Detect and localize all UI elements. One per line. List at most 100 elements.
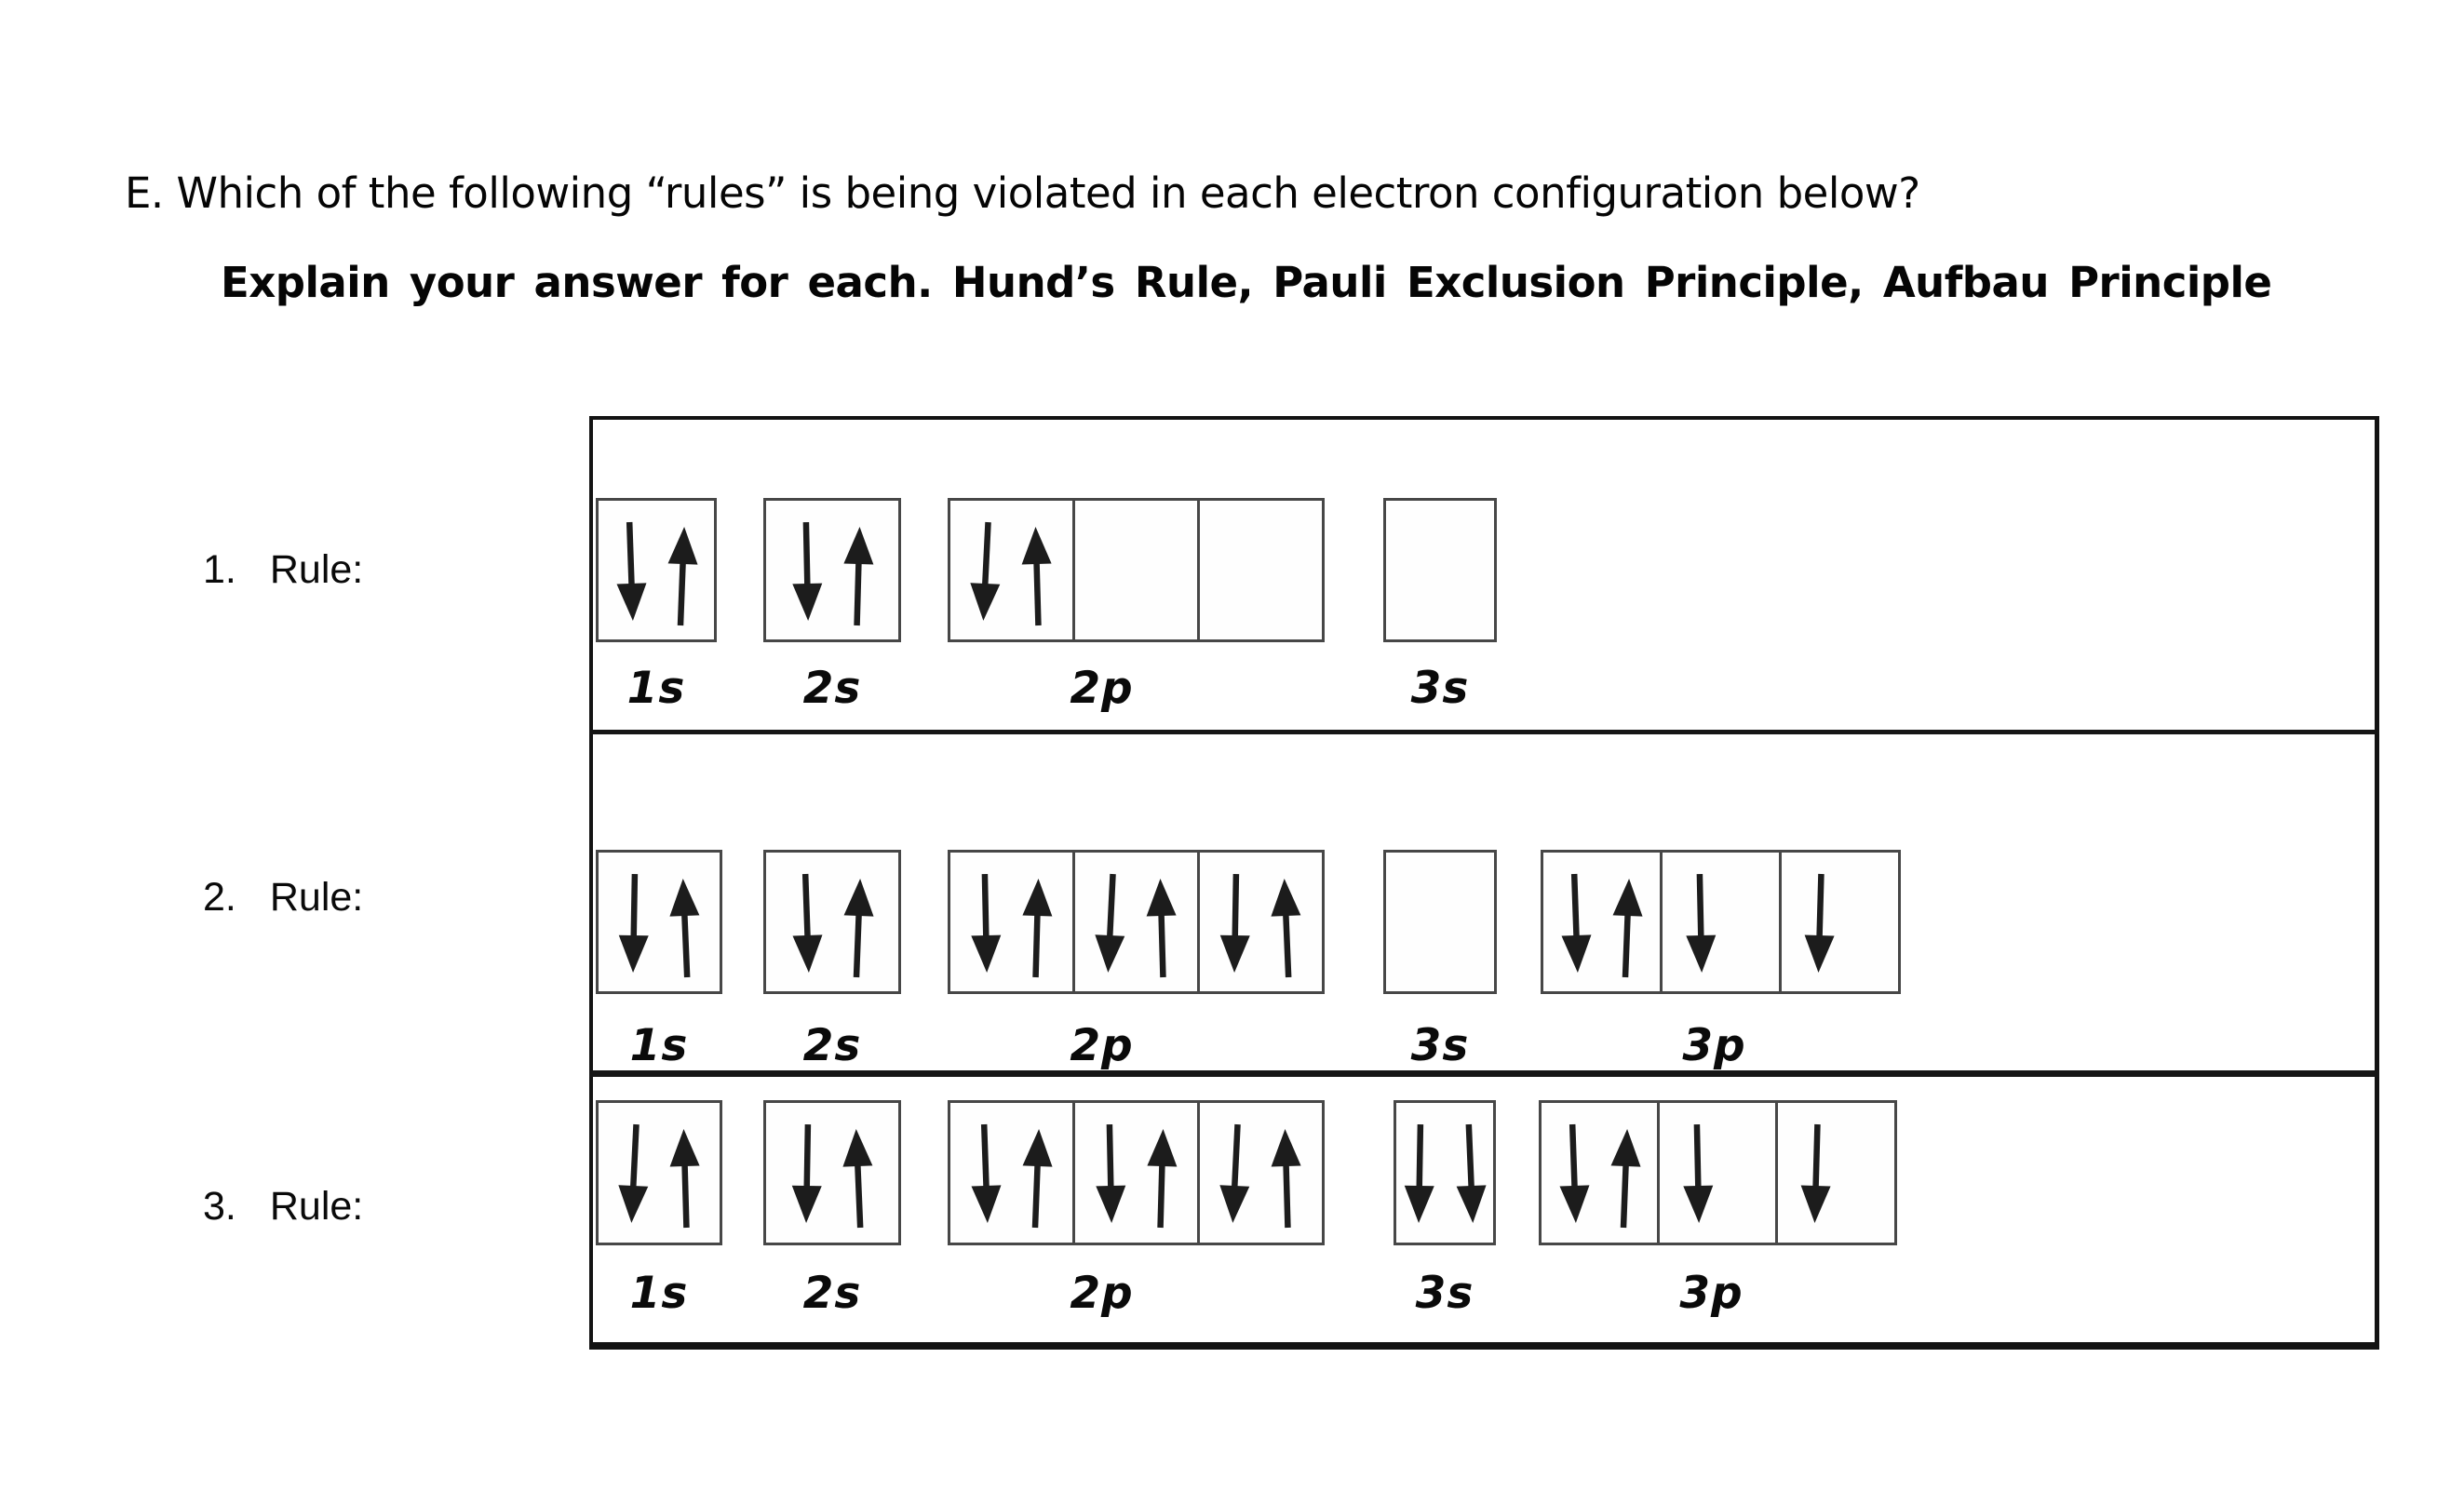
up-arrow-icon xyxy=(1610,1129,1641,1229)
down-arrow-icon xyxy=(1404,1123,1434,1223)
orbital-label-1s-row2: 1s xyxy=(629,1020,689,1071)
orbital-box-2s-1 xyxy=(763,850,901,994)
orbital-box-2s-1 xyxy=(763,498,901,642)
rule-number: 3. xyxy=(203,1184,236,1229)
up-arrow-icon xyxy=(1022,878,1053,977)
orbital-box-3p-1 xyxy=(1541,850,1663,994)
orbital-box-1s-1 xyxy=(596,1100,722,1245)
orbital-box-3p-3 xyxy=(1779,850,1901,994)
rule-text: Rule: xyxy=(269,547,364,592)
down-arrow-icon xyxy=(1686,873,1717,973)
rule-number: 1. xyxy=(203,547,236,592)
orbital-group-2p-row3 xyxy=(948,1100,1325,1245)
down-arrow-icon xyxy=(1096,1123,1126,1223)
orbital-label-3p-row3: 3p xyxy=(1679,1268,1744,1319)
orbital-box-2p-1 xyxy=(948,498,1075,642)
orbital-box-2s-1 xyxy=(763,1100,901,1245)
down-arrow-icon xyxy=(1558,1123,1589,1223)
down-arrow-icon xyxy=(1561,873,1592,973)
orbital-group-2s-row3 xyxy=(763,1100,901,1245)
orbital-label-2p-row3: 2p xyxy=(1070,1268,1134,1319)
down-arrow-icon xyxy=(791,873,822,973)
orbital-box-2p-3 xyxy=(1197,498,1325,642)
down-arrow-icon xyxy=(617,1123,648,1223)
up-arrow-icon xyxy=(1022,1129,1053,1229)
orbital-box-3p-2 xyxy=(1660,850,1782,994)
up-arrow-icon xyxy=(1147,1129,1178,1229)
orbital-group-3p-row2 xyxy=(1541,850,1901,994)
rule-number: 2. xyxy=(203,875,236,920)
orbital-box-2p-1 xyxy=(948,850,1075,994)
down-arrow-icon xyxy=(1804,873,1835,973)
down-arrow-icon xyxy=(1219,1123,1250,1223)
orbital-box-3p-3 xyxy=(1775,1100,1897,1245)
orbital-label-2p-row2: 2p xyxy=(1070,1020,1134,1071)
down-arrow-icon xyxy=(970,521,1001,621)
down-arrow-icon xyxy=(618,873,649,973)
orbital-label-2s-row3: 2s xyxy=(802,1268,862,1319)
rule-text: Rule: xyxy=(269,875,364,920)
up-arrow-icon xyxy=(1612,878,1643,977)
orbital-group-3s-row1 xyxy=(1383,498,1497,642)
orbital-group-2s-row2 xyxy=(763,850,901,994)
orbital-group-3s-row3 xyxy=(1394,1100,1496,1245)
orbital-label-3s-row1: 3s xyxy=(1410,663,1470,714)
orbital-label-3s-row3: 3s xyxy=(1415,1268,1474,1319)
down-arrow-icon xyxy=(1683,1123,1714,1223)
orbital-label-2p-row1: 2p xyxy=(1070,663,1134,714)
down-arrow-icon xyxy=(971,1123,1002,1223)
orbital-label-2s-row2: 2s xyxy=(802,1020,862,1071)
question-title: E. Which of the following “rules” is bei… xyxy=(125,168,1920,218)
down-arrow-icon xyxy=(971,873,1002,973)
orbital-box-1s-1 xyxy=(596,498,717,642)
question-subtitle: Explain your answer for each. Hund’s Rul… xyxy=(221,258,2272,307)
orbital-box-2p-1 xyxy=(948,1100,1075,1245)
up-arrow-icon xyxy=(667,526,698,625)
orbital-box-3s-1 xyxy=(1383,850,1497,994)
down-arrow-icon xyxy=(1456,1123,1487,1223)
orbital-box-2p-3 xyxy=(1197,850,1325,994)
orbital-group-2s-row1 xyxy=(763,498,901,642)
orbital-group-1s-row2 xyxy=(596,850,722,994)
up-arrow-icon xyxy=(1146,878,1177,977)
orbital-box-1s-1 xyxy=(596,850,722,994)
up-arrow-icon xyxy=(668,878,699,977)
orbital-group-1s-row3 xyxy=(596,1100,722,1245)
rule-label-2: 2. Rule: xyxy=(203,875,363,921)
orbital-label-3p-row2: 3p xyxy=(1682,1020,1746,1071)
orbital-group-1s-row1 xyxy=(596,498,717,642)
rule-text: Rule: xyxy=(269,1184,364,1229)
orbital-box-3p-1 xyxy=(1539,1100,1660,1245)
up-arrow-icon xyxy=(1271,878,1301,977)
down-arrow-icon xyxy=(791,521,822,621)
orbital-box-2p-3 xyxy=(1197,1100,1325,1245)
down-arrow-icon xyxy=(791,1123,822,1223)
orbital-label-2s-row1: 2s xyxy=(802,663,862,714)
down-arrow-icon xyxy=(1095,873,1125,973)
orbital-box-2p-2 xyxy=(1072,498,1200,642)
orbital-box-3s-1 xyxy=(1394,1100,1496,1245)
down-arrow-icon xyxy=(1800,1123,1831,1223)
orbital-box-2p-2 xyxy=(1072,1100,1200,1245)
up-arrow-icon xyxy=(843,878,874,977)
orbital-label-3s-row2: 3s xyxy=(1410,1020,1470,1071)
row-divider-1 xyxy=(589,730,2379,734)
orbital-group-2p-row2 xyxy=(948,850,1325,994)
up-arrow-icon xyxy=(1021,526,1052,625)
orbital-label-1s-row1: 1s xyxy=(626,663,686,714)
rule-label-3: 3. Rule: xyxy=(203,1184,363,1230)
orbital-group-3p-row3 xyxy=(1539,1100,1897,1245)
orbital-box-3s-1 xyxy=(1383,498,1497,642)
orbital-box-3p-2 xyxy=(1657,1100,1778,1245)
row-divider-2 xyxy=(589,1070,2379,1077)
orbital-label-1s-row3: 1s xyxy=(629,1268,689,1319)
rule-label-1: 1. Rule: xyxy=(203,547,363,593)
up-arrow-icon xyxy=(842,1129,872,1229)
up-arrow-icon xyxy=(1271,1129,1301,1229)
up-arrow-icon xyxy=(669,1129,700,1229)
down-arrow-icon xyxy=(615,521,646,621)
down-arrow-icon xyxy=(1219,873,1250,973)
orbital-group-2p-row1 xyxy=(948,498,1325,642)
up-arrow-icon xyxy=(842,526,873,625)
